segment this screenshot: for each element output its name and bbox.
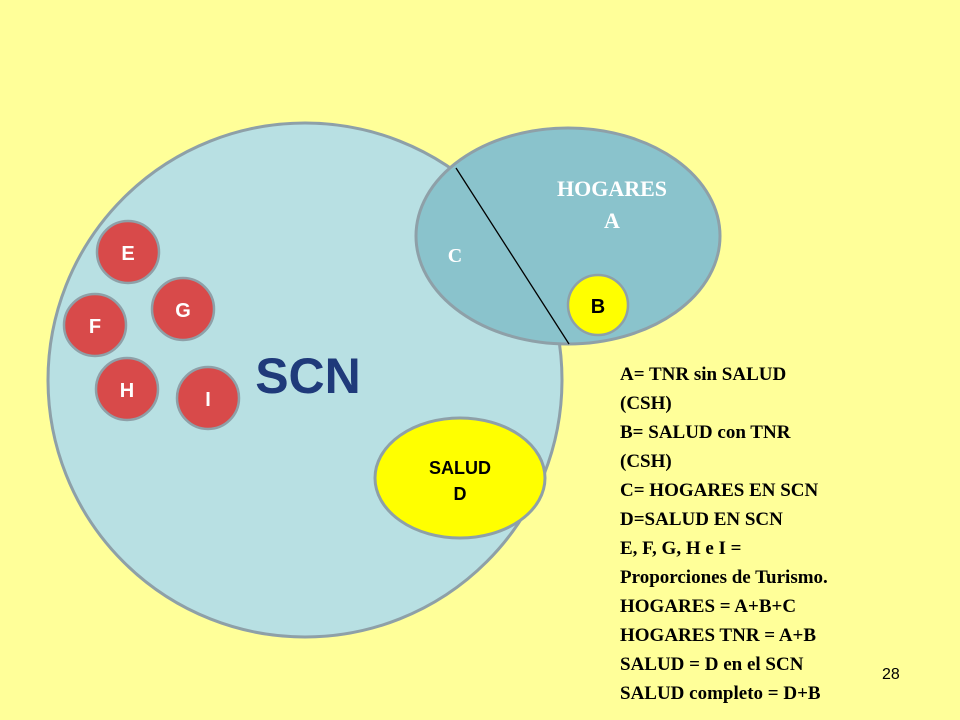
circle-i — [175, 365, 241, 431]
circle-g — [150, 276, 216, 342]
circle-i-label: I — [205, 389, 211, 411]
circle-g-label: G — [175, 300, 191, 322]
circle-f — [62, 292, 128, 358]
legend: A= TNR sin SALUD (CSH) B= SALUD con TNR … — [620, 360, 950, 708]
b-circle — [566, 273, 630, 337]
legend-line: B= SALUD con TNR — [620, 422, 791, 443]
legend-line: SALUD completo = D+B — [620, 683, 821, 704]
legend-line: HOGARES = A+B+C — [620, 596, 797, 617]
circle-h-label: H — [120, 380, 134, 402]
salud-ellipse — [373, 416, 547, 540]
legend-line: D=SALUD EN SCN — [620, 509, 783, 530]
page-number: 28 — [882, 666, 900, 683]
circle-h — [94, 356, 160, 422]
circle-f-label: F — [89, 316, 101, 338]
legend-line: C= HOGARES EN SCN — [620, 480, 819, 501]
circle-e-label: E — [121, 243, 134, 265]
legend-line: (CSH) — [620, 393, 672, 414]
hogares-label-line2: A — [604, 208, 620, 233]
scn-label: SCN — [255, 348, 361, 404]
legend-line: (CSH) — [620, 451, 672, 472]
legend-line: E, F, G, H e I = — [620, 538, 742, 559]
salud-label-line2: D — [454, 484, 467, 504]
circle-e — [95, 219, 161, 285]
c-label: C — [448, 245, 462, 267]
legend-line: SALUD = D en el SCN — [620, 654, 804, 675]
legend-line: HOGARES TNR = A+B — [620, 625, 817, 646]
legend-line: A= TNR sin SALUD — [620, 364, 787, 385]
b-label: B — [591, 296, 605, 318]
hogares-label-line1: HOGARES — [557, 176, 667, 201]
hogares-ellipse — [414, 126, 722, 346]
legend-line: Proporciones de Turismo. — [620, 567, 828, 588]
salud-label-line1: SALUD — [429, 458, 491, 478]
hogares-divider-line — [455, 167, 570, 345]
